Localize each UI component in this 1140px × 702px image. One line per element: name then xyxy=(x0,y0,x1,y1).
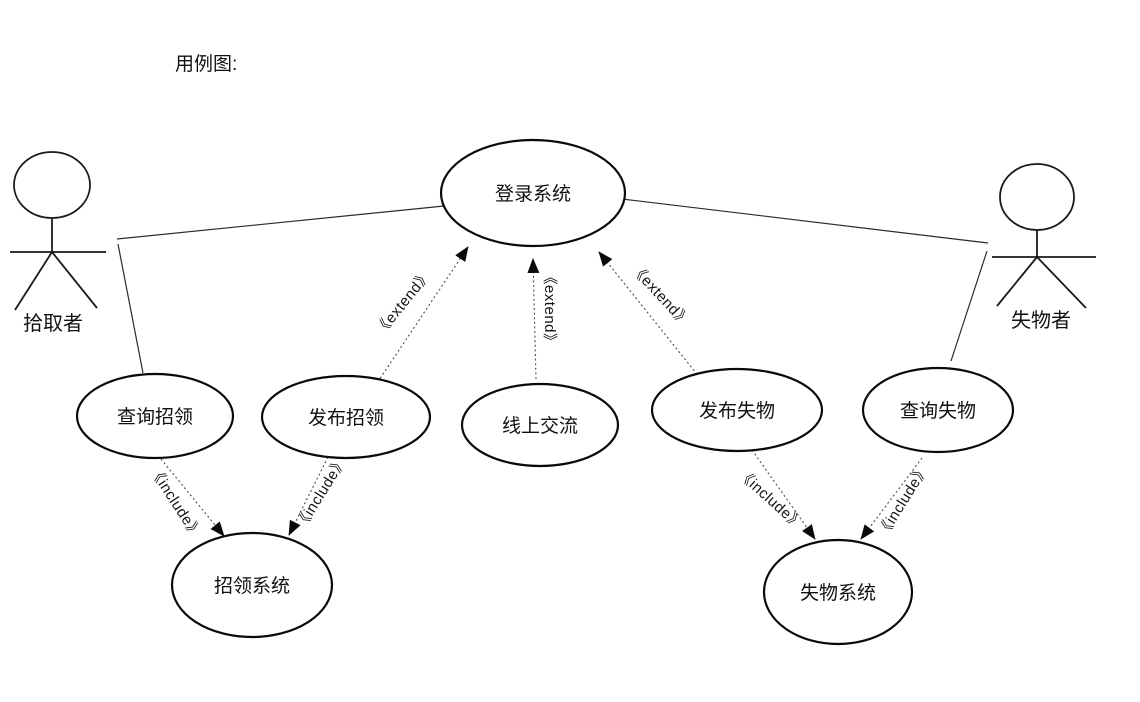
association-loser-querylost xyxy=(950,250,988,362)
edge-extend-postlost-login: 《extend》 xyxy=(598,251,701,379)
use-case-label: 招领系统 xyxy=(214,575,290,597)
edge-include-postlost-lostsystem: 《include》 xyxy=(734,449,816,540)
use-case-label: 查询招领 xyxy=(117,406,193,428)
use-case-label: 发布失物 xyxy=(699,400,775,422)
use-case-ellipse xyxy=(460,382,620,468)
use-case-post-found: 发布招领 xyxy=(260,374,432,460)
edge-label-include: 《include》 xyxy=(146,464,205,542)
use-case-lost-system: 失物系统 xyxy=(762,538,914,646)
edge-include-postfound-foundsystem: 《include》 xyxy=(288,452,351,536)
diagram-title: 用例图: xyxy=(175,53,237,75)
use-case-ellipse xyxy=(75,372,235,460)
use-case-ellipse xyxy=(650,367,824,453)
use-case-label: 登录系统 xyxy=(495,183,571,205)
use-case-ellipse xyxy=(439,138,627,248)
edge-label-include: 《include》 xyxy=(734,466,806,534)
edge-label-include: 《include》 xyxy=(293,453,351,532)
stick-figure-head-icon xyxy=(13,151,91,219)
use-case-ellipse xyxy=(260,374,432,460)
use-case-ellipse xyxy=(170,531,334,639)
use-case-ellipse xyxy=(861,366,1015,454)
association-picker-queryfound xyxy=(117,243,144,374)
stick-figure-left-leg-icon xyxy=(14,251,53,311)
use-case-found-system: 招领系统 xyxy=(170,531,334,639)
extend-arrow xyxy=(598,251,701,379)
edge-label-extend: 《extend》 xyxy=(627,261,693,330)
edge-include-queryfound-foundsystem: 《include》 xyxy=(146,458,225,542)
actor-picker-label: 拾取者 xyxy=(23,312,83,335)
stick-figure-left-leg-icon xyxy=(996,256,1038,307)
use-case-query-lost: 查询失物 xyxy=(861,366,1015,454)
actor-loser-label: 失物者 xyxy=(1011,309,1071,332)
use-case-label: 发布招领 xyxy=(308,407,384,429)
extend-arrow xyxy=(527,258,540,380)
use-case-label: 线上交流 xyxy=(502,415,578,437)
include-arrow xyxy=(860,457,923,540)
edge-label-include: 《include》 xyxy=(875,461,933,540)
stick-figure-right-leg-icon xyxy=(1036,256,1087,309)
edge-include-querylost-lostsystem: 《include》 xyxy=(860,457,933,540)
actor-picker: 拾取者 xyxy=(10,151,106,335)
use-case-ellipse xyxy=(762,538,914,646)
extend-arrow xyxy=(374,246,469,387)
use-case-login: 登录系统 xyxy=(439,138,627,248)
edge-label-extend: 《extend》 xyxy=(372,267,435,339)
use-case-query-found: 查询招领 xyxy=(75,372,235,460)
use-case-label: 查询失物 xyxy=(900,400,976,422)
include-arrow xyxy=(288,452,331,536)
stick-figure-head-icon xyxy=(999,163,1075,231)
stick-figure-right-leg-icon xyxy=(51,251,98,309)
edge-extend-onlinechat-login: 《extend》 xyxy=(527,258,558,380)
edge-label-extend: 《extend》 xyxy=(541,269,558,348)
use-case-online-chat: 线上交流 xyxy=(460,382,620,468)
use-case-post-lost: 发布失物 xyxy=(650,367,824,453)
edge-extend-postfound-login: 《extend》 xyxy=(372,246,469,387)
actor-loser: 失物者 xyxy=(992,163,1096,332)
include-arrow xyxy=(160,458,225,537)
association-picker-login xyxy=(116,205,445,240)
use-case-label: 失物系统 xyxy=(800,582,876,604)
association-loser-login xyxy=(621,198,989,244)
